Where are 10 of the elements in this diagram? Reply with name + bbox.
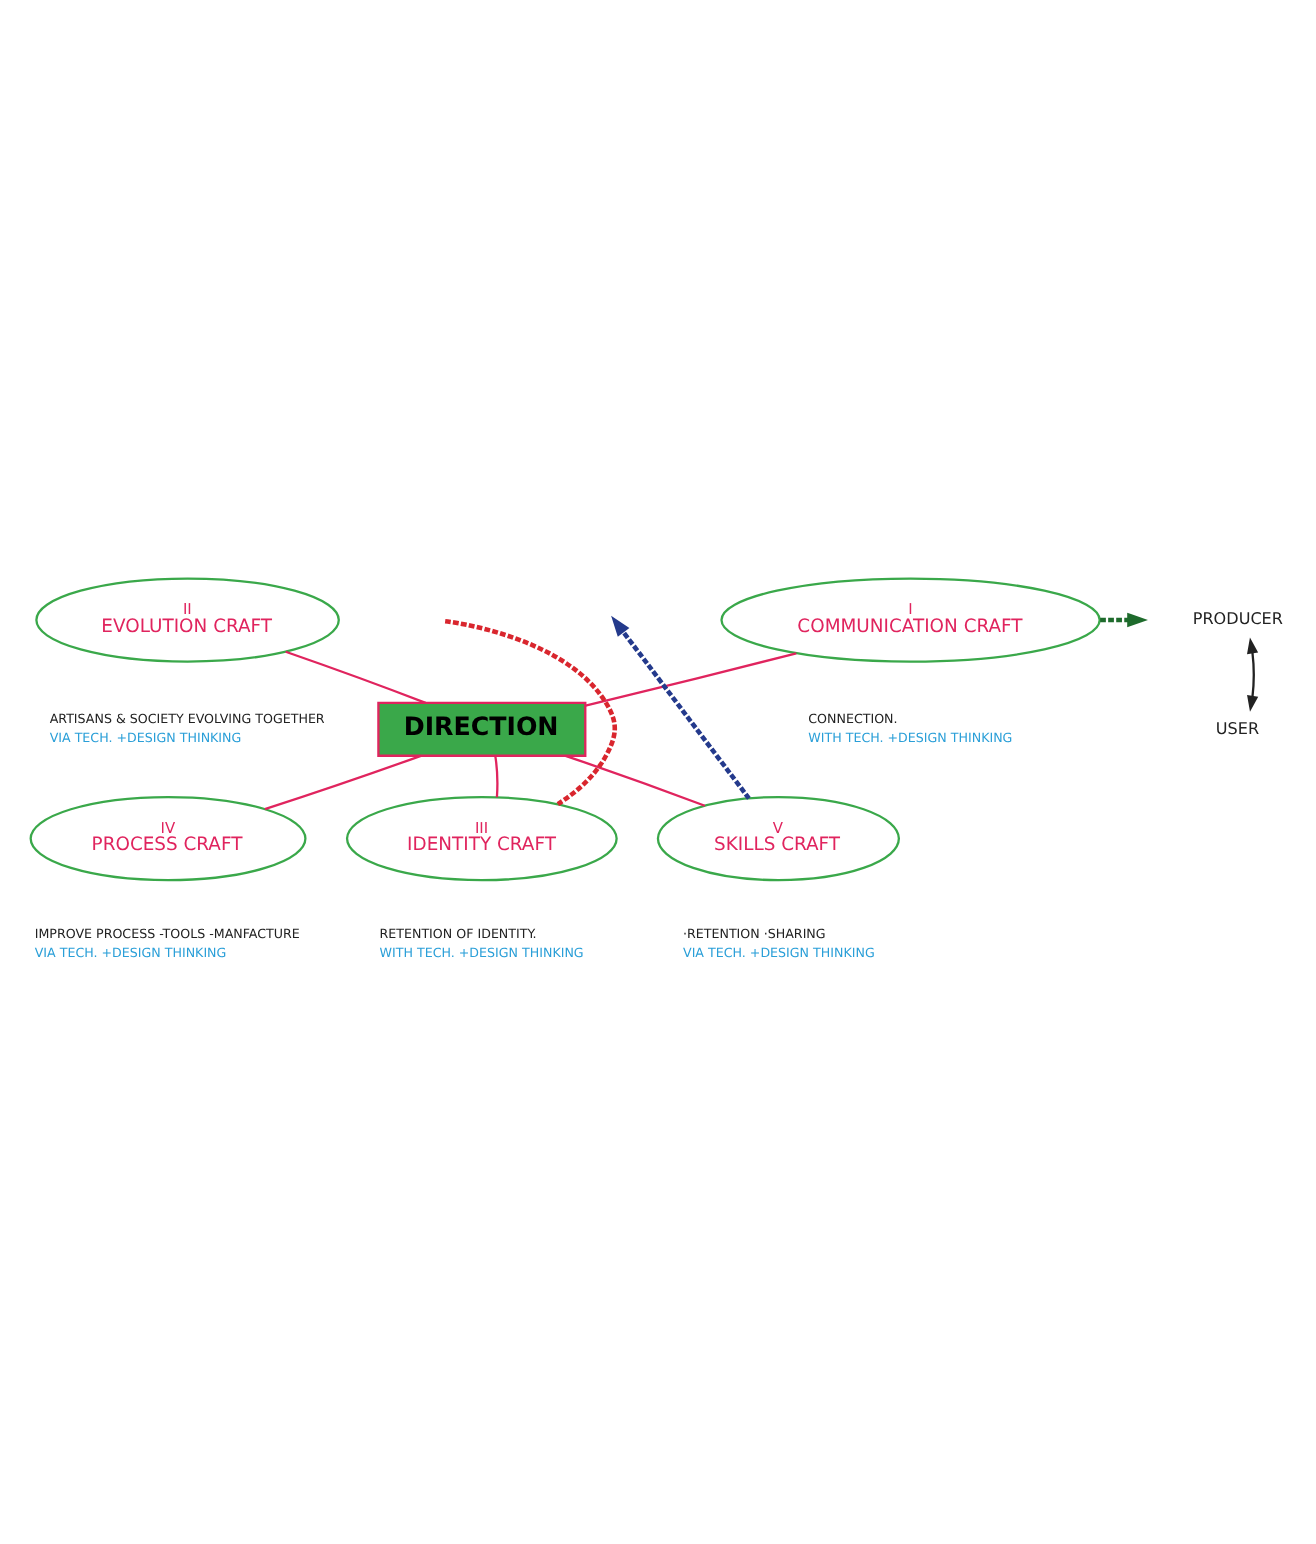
connector: [444, 617, 618, 806]
arrow: [611, 614, 751, 799]
arrow: [1247, 636, 1259, 711]
connector: [585, 651, 797, 706]
connector: [264, 753, 422, 810]
connector: [285, 649, 427, 703]
connector: [565, 753, 706, 806]
connector: [494, 754, 499, 797]
arrow: [1100, 611, 1148, 627]
node-box: DIRECTION: [377, 700, 587, 756]
